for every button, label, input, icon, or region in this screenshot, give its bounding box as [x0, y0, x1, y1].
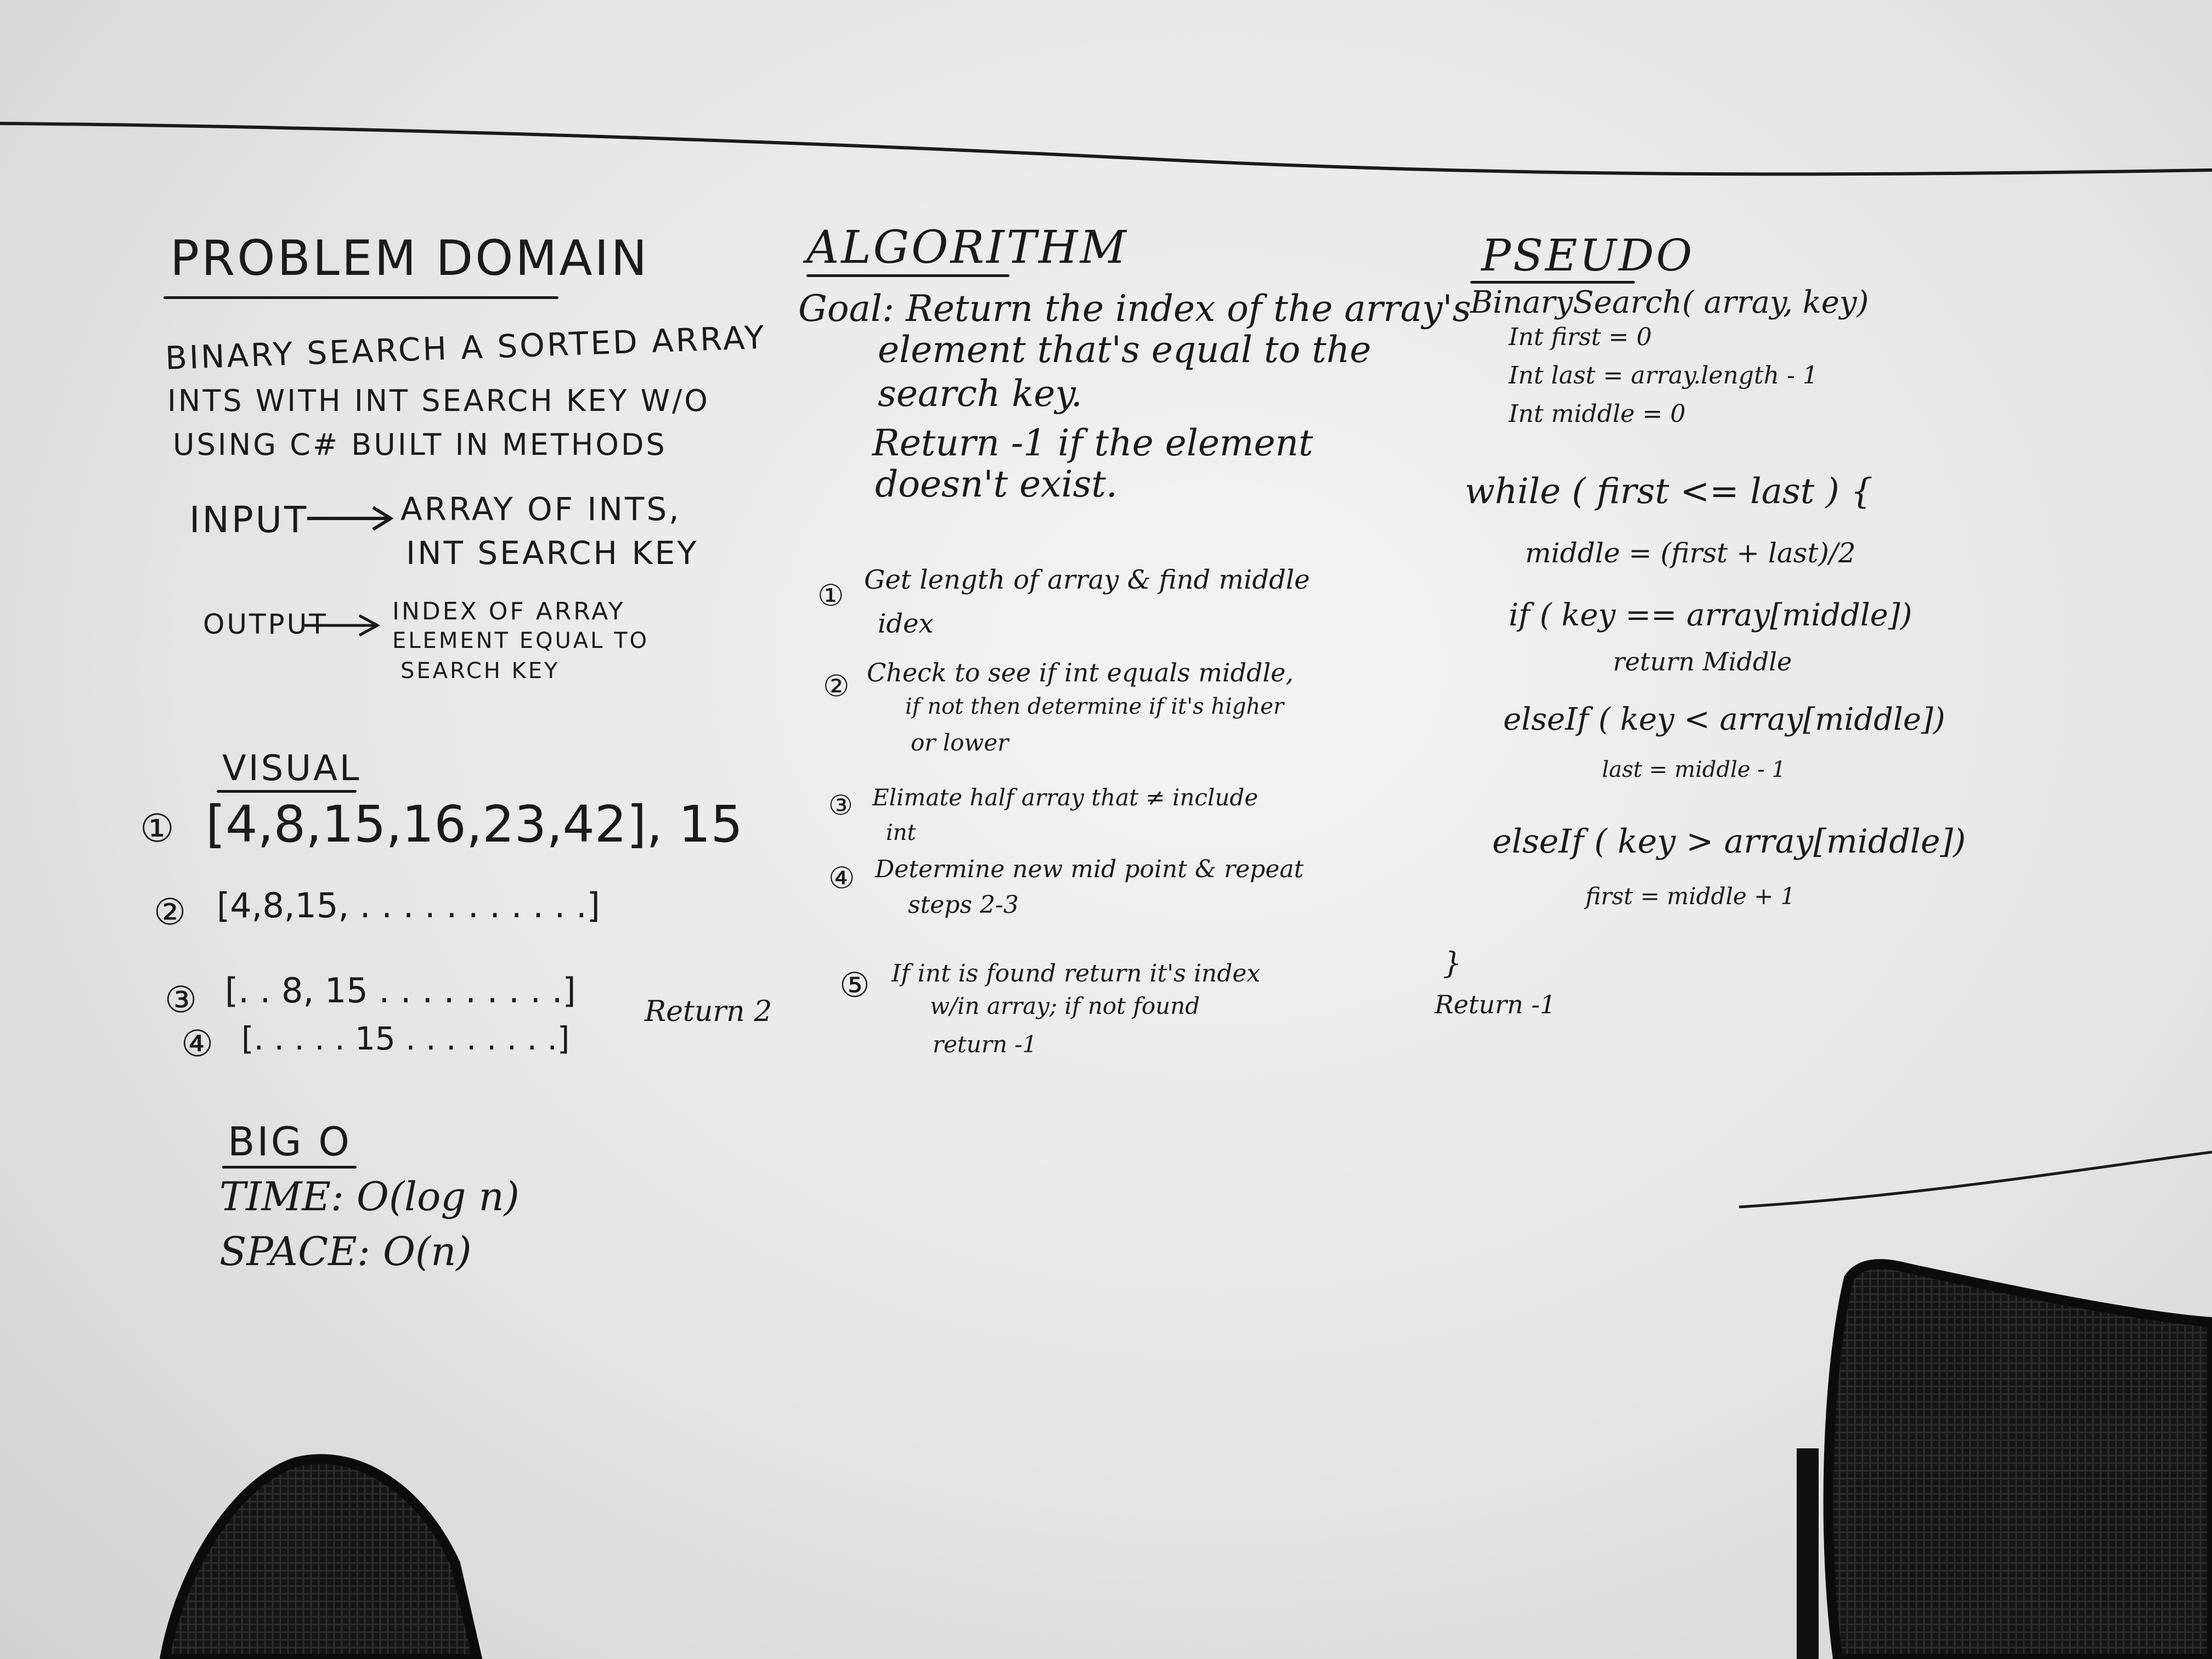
algorithm-step-4-line-2: steps 2-3 [908, 891, 1019, 919]
pseudo-elseif-greater-line: elseIf ( key > array[middle]) [1492, 822, 1966, 861]
pseudo-elseif-less-line: elseIf ( key < array[middle]) [1503, 702, 1945, 737]
visual-step-4-array: [. . . . . 15 . . . . . . . .] [241, 1020, 570, 1057]
visual-step-2-array: [4,8,15, . . . . . . . . . . .] [217, 885, 600, 926]
algorithm-step-4-line-1: Determine new mid point & repeat [875, 855, 1304, 883]
input-value-line-1: ARRAY OF INTS, [400, 490, 681, 528]
visual-underline [217, 790, 357, 793]
algorithm-goal-line-5: doesn't exist. [875, 463, 1118, 505]
pseudo-return-line: Return -1 [1435, 990, 1556, 1019]
pseudo-if-body: return Middle [1613, 647, 1792, 676]
pseudo-elseif-less-body: last = middle - 1 [1602, 757, 1786, 782]
input-value-line-2: INT SEARCH KEY [406, 534, 699, 572]
visual-step-4-number: ④ [181, 1023, 214, 1065]
big-o-underline [222, 1166, 357, 1169]
problem-description-line-3: USING C# BUILT IN METHODS [173, 427, 667, 462]
algorithm-step-5-line-1: If int is found return it's index [891, 960, 1261, 988]
input-label: INPUT [189, 499, 309, 541]
pseudo-declaration-last: Int last = array.length - 1 [1509, 362, 1818, 390]
algorithm-goal-line-2: element that's equal to the [878, 329, 1372, 371]
algorithm-step-3-line-1: Elimate half array that ≠ include [872, 784, 1259, 811]
chair-right-arm [1797, 1448, 1819, 1659]
visual-step-1-number: ① [140, 806, 174, 851]
algorithm-step-5-line-2: w/in array; if not found [930, 992, 1200, 1019]
algorithm-step-4-number: ④ [828, 861, 855, 895]
problem-domain-underline [163, 296, 558, 299]
visual-step-2-number: ② [154, 891, 187, 933]
algorithm-goal-line-4: Return -1 if the element [872, 422, 1313, 464]
visual-step-3-array: [. . 8, 15 . . . . . . . . .] [225, 970, 576, 1011]
algorithm-step-2-number: ② [823, 669, 850, 703]
pseudo-declaration-middle: Int middle = 0 [1509, 400, 1686, 428]
algorithm-goal-line-3: search key. [878, 373, 1082, 415]
algorithm-step-2-line-3: or lower [911, 729, 1009, 756]
output-value-line-3: SEARCH KEY [400, 658, 560, 684]
big-o-title: BIG O [228, 1119, 352, 1165]
algorithm-step-3-line-2: int [886, 820, 916, 845]
algorithm-goal-line-1: Goal: Return the index of the array's [798, 287, 1471, 330]
algorithm-step-1-number: ① [817, 578, 844, 613]
pseudo-if-line: if ( key == array[middle]) [1509, 597, 1912, 633]
output-value-line-1: INDEX OF ARRAY [392, 597, 625, 625]
pseudo-while-line: while ( first <= last ) { [1465, 471, 1873, 512]
visual-step-3-number: ③ [165, 979, 198, 1021]
big-o-space: SPACE: O(n) [219, 1228, 472, 1274]
pseudo-underline [1470, 281, 1635, 284]
pseudo-elseif-greater-body: first = middle + 1 [1585, 883, 1796, 910]
algorithm-step-1-line-2: idex [878, 608, 934, 639]
output-value-line-2: ELEMENT EQUAL TO [392, 628, 650, 653]
pseudo-declaration-first: Int first = 0 [1509, 323, 1652, 351]
pseudo-close-brace: } [1443, 946, 1462, 980]
algorithm-step-3-number: ③ [828, 789, 853, 821]
pseudo-signature: BinarySearch( array, key) [1470, 285, 1869, 320]
chair-right [1823, 1259, 2212, 1659]
problem-domain-title: PROBLEM DOMAIN [170, 230, 650, 286]
algorithm-step-5-line-3: return -1 [933, 1031, 1037, 1058]
algorithm-step-2-line-2: if not then determine if it's higher [905, 694, 1284, 719]
pseudo-title: PSEUDO [1481, 230, 1695, 281]
algorithm-step-2-line-1: Check to see if int equals middle, [867, 658, 1294, 687]
algorithm-title: ALGORITHM [806, 222, 1128, 274]
chair-left [159, 1454, 483, 1659]
algorithm-underline [806, 274, 1009, 277]
algorithm-step-5-number: ⑤ [839, 965, 870, 1005]
pseudo-middle-calc: middle = (first + last)/2 [1525, 537, 1856, 569]
problem-description-line-2: INTS WITH INT SEARCH KEY W/O [167, 383, 710, 418]
visual-step-1-array: [4,8,15,16,23,42], 15 [206, 795, 743, 854]
visual-title: VISUAL [222, 748, 362, 789]
big-o-time: TIME: O(log n) [219, 1173, 520, 1220]
algorithm-step-1-line-1: Get length of array & find middle [864, 565, 1310, 595]
visual-return-note: Return 2 [645, 995, 772, 1028]
